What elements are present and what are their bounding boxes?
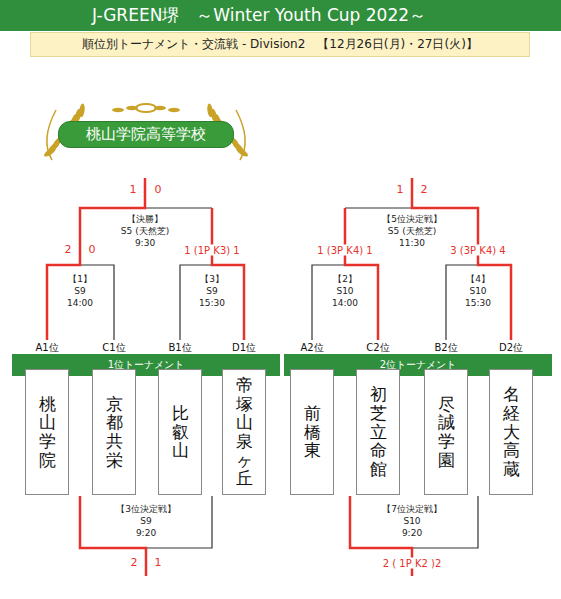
team-box: 京都共栄 <box>92 369 136 495</box>
match-info: S10 <box>403 517 420 527</box>
score: 2 <box>65 244 72 256</box>
match-info: S10 <box>469 287 486 297</box>
bracket-line <box>47 178 145 340</box>
team-box: 桃山学院 <box>25 369 69 495</box>
node-text: 名経大高蔵 <box>503 385 520 478</box>
node-text: 桃山学院高等学校 <box>86 125 206 144</box>
match-info: 【4】 <box>466 275 490 285</box>
match-info: S9 <box>74 287 85 297</box>
score: 1 (1P K3) 1 <box>182 245 241 256</box>
laurel <box>43 103 249 160</box>
seed-label: A1位 <box>35 342 58 353</box>
match-info: S9 <box>140 517 151 527</box>
laurel-stem <box>47 110 56 160</box>
match-info: 9:20 <box>402 529 422 539</box>
node-text: J-GREEN堺 ～Winter Youth Cup 2022～ <box>0 4 426 27</box>
match-info: 15:30 <box>199 299 225 309</box>
score: 2 ( 1P K2 )2 <box>381 558 444 569</box>
match-info: 【1】 <box>68 275 92 285</box>
bracket-line <box>145 207 212 208</box>
match-info: S5 (天然芝) <box>388 227 436 237</box>
match-info: 15:30 <box>465 299 491 309</box>
seed-label: D1位 <box>232 342 256 353</box>
subtitle-bar: 順位別トーナメント・交流戦 - Division2 【12月26日(月)・27日… <box>30 32 530 57</box>
score: 3 (3P K4) 4 <box>448 245 507 256</box>
seed-label: C1位 <box>102 342 125 353</box>
bracket-line <box>345 207 412 208</box>
node-text: 桃山学院 <box>39 395 56 470</box>
match-info: 【7位決定戦】 <box>382 505 442 515</box>
title-bar: J-GREEN堺 ～Winter Youth Cup 2022～ <box>0 0 561 31</box>
match-info: 11:30 <box>399 239 425 249</box>
score: 2 <box>131 557 138 569</box>
score: 1 (3P K4) 1 <box>315 245 374 256</box>
school-badge: 桃山学院高等学校 <box>58 121 234 148</box>
match-info: S10 <box>336 287 353 297</box>
bracket-line <box>146 496 212 548</box>
seed-label: D2位 <box>499 342 523 353</box>
node-text: 前橋東 <box>304 404 321 460</box>
seed-label: A2位 <box>300 342 323 353</box>
match-info: 【決勝】 <box>127 215 163 225</box>
crown-ring <box>136 104 156 112</box>
match-info: 【2】 <box>333 275 357 285</box>
node-text: 京都共栄 <box>106 395 123 470</box>
seed-label: C2位 <box>366 342 389 353</box>
team-box: 前橋東 <box>290 369 334 495</box>
crown-leaf <box>126 106 138 110</box>
node-text: 帝塚山泉ヶ丘 <box>236 376 253 488</box>
crown-leaf <box>168 108 180 112</box>
team-box: 比叡山 <box>158 369 202 495</box>
match-info: 9:20 <box>136 529 156 539</box>
score: 1 <box>130 184 137 196</box>
team-box: 尽誠学園 <box>424 369 468 495</box>
bracket-line <box>345 208 378 340</box>
match-info: 【3】 <box>200 275 224 285</box>
bracket-line <box>412 178 511 340</box>
laurel-leaf <box>79 103 86 118</box>
match-info: S5 (天然芝) <box>121 227 169 237</box>
node-text: 初芝立命館 <box>370 385 387 478</box>
score: 1 <box>397 184 404 196</box>
crown-leaf <box>112 108 124 112</box>
match-info: 9:30 <box>135 239 155 249</box>
crown-leaf <box>154 106 166 110</box>
score: 1 <box>155 557 162 569</box>
match-info: 【5位決定戦】 <box>382 215 442 225</box>
match-info: 【3位決定戦】 <box>116 505 176 515</box>
node-text: 順位別トーナメント・交流戦 - Division2 【12月26日(月)・27日… <box>82 36 478 53</box>
score: 0 <box>89 244 96 256</box>
bracket-line <box>212 208 244 340</box>
laurel-leaf <box>207 103 214 118</box>
match-info: 14:00 <box>332 299 358 309</box>
node-text: 比叡山 <box>172 404 189 460</box>
seed-label: B2位 <box>434 342 457 353</box>
score: 2 <box>421 184 428 196</box>
match-info: S9 <box>206 287 217 297</box>
score: 0 <box>155 184 162 196</box>
team-box: 初芝立命館 <box>356 369 400 495</box>
team-box: 帝塚山泉ヶ丘 <box>222 369 266 495</box>
seed-label: B1位 <box>168 342 191 353</box>
node-text: 尽誠学園 <box>438 395 455 470</box>
team-box: 名経大高蔵 <box>489 369 533 495</box>
bracket-line <box>412 496 478 548</box>
match-info: 14:00 <box>67 299 93 309</box>
laurel-stem <box>236 110 245 160</box>
